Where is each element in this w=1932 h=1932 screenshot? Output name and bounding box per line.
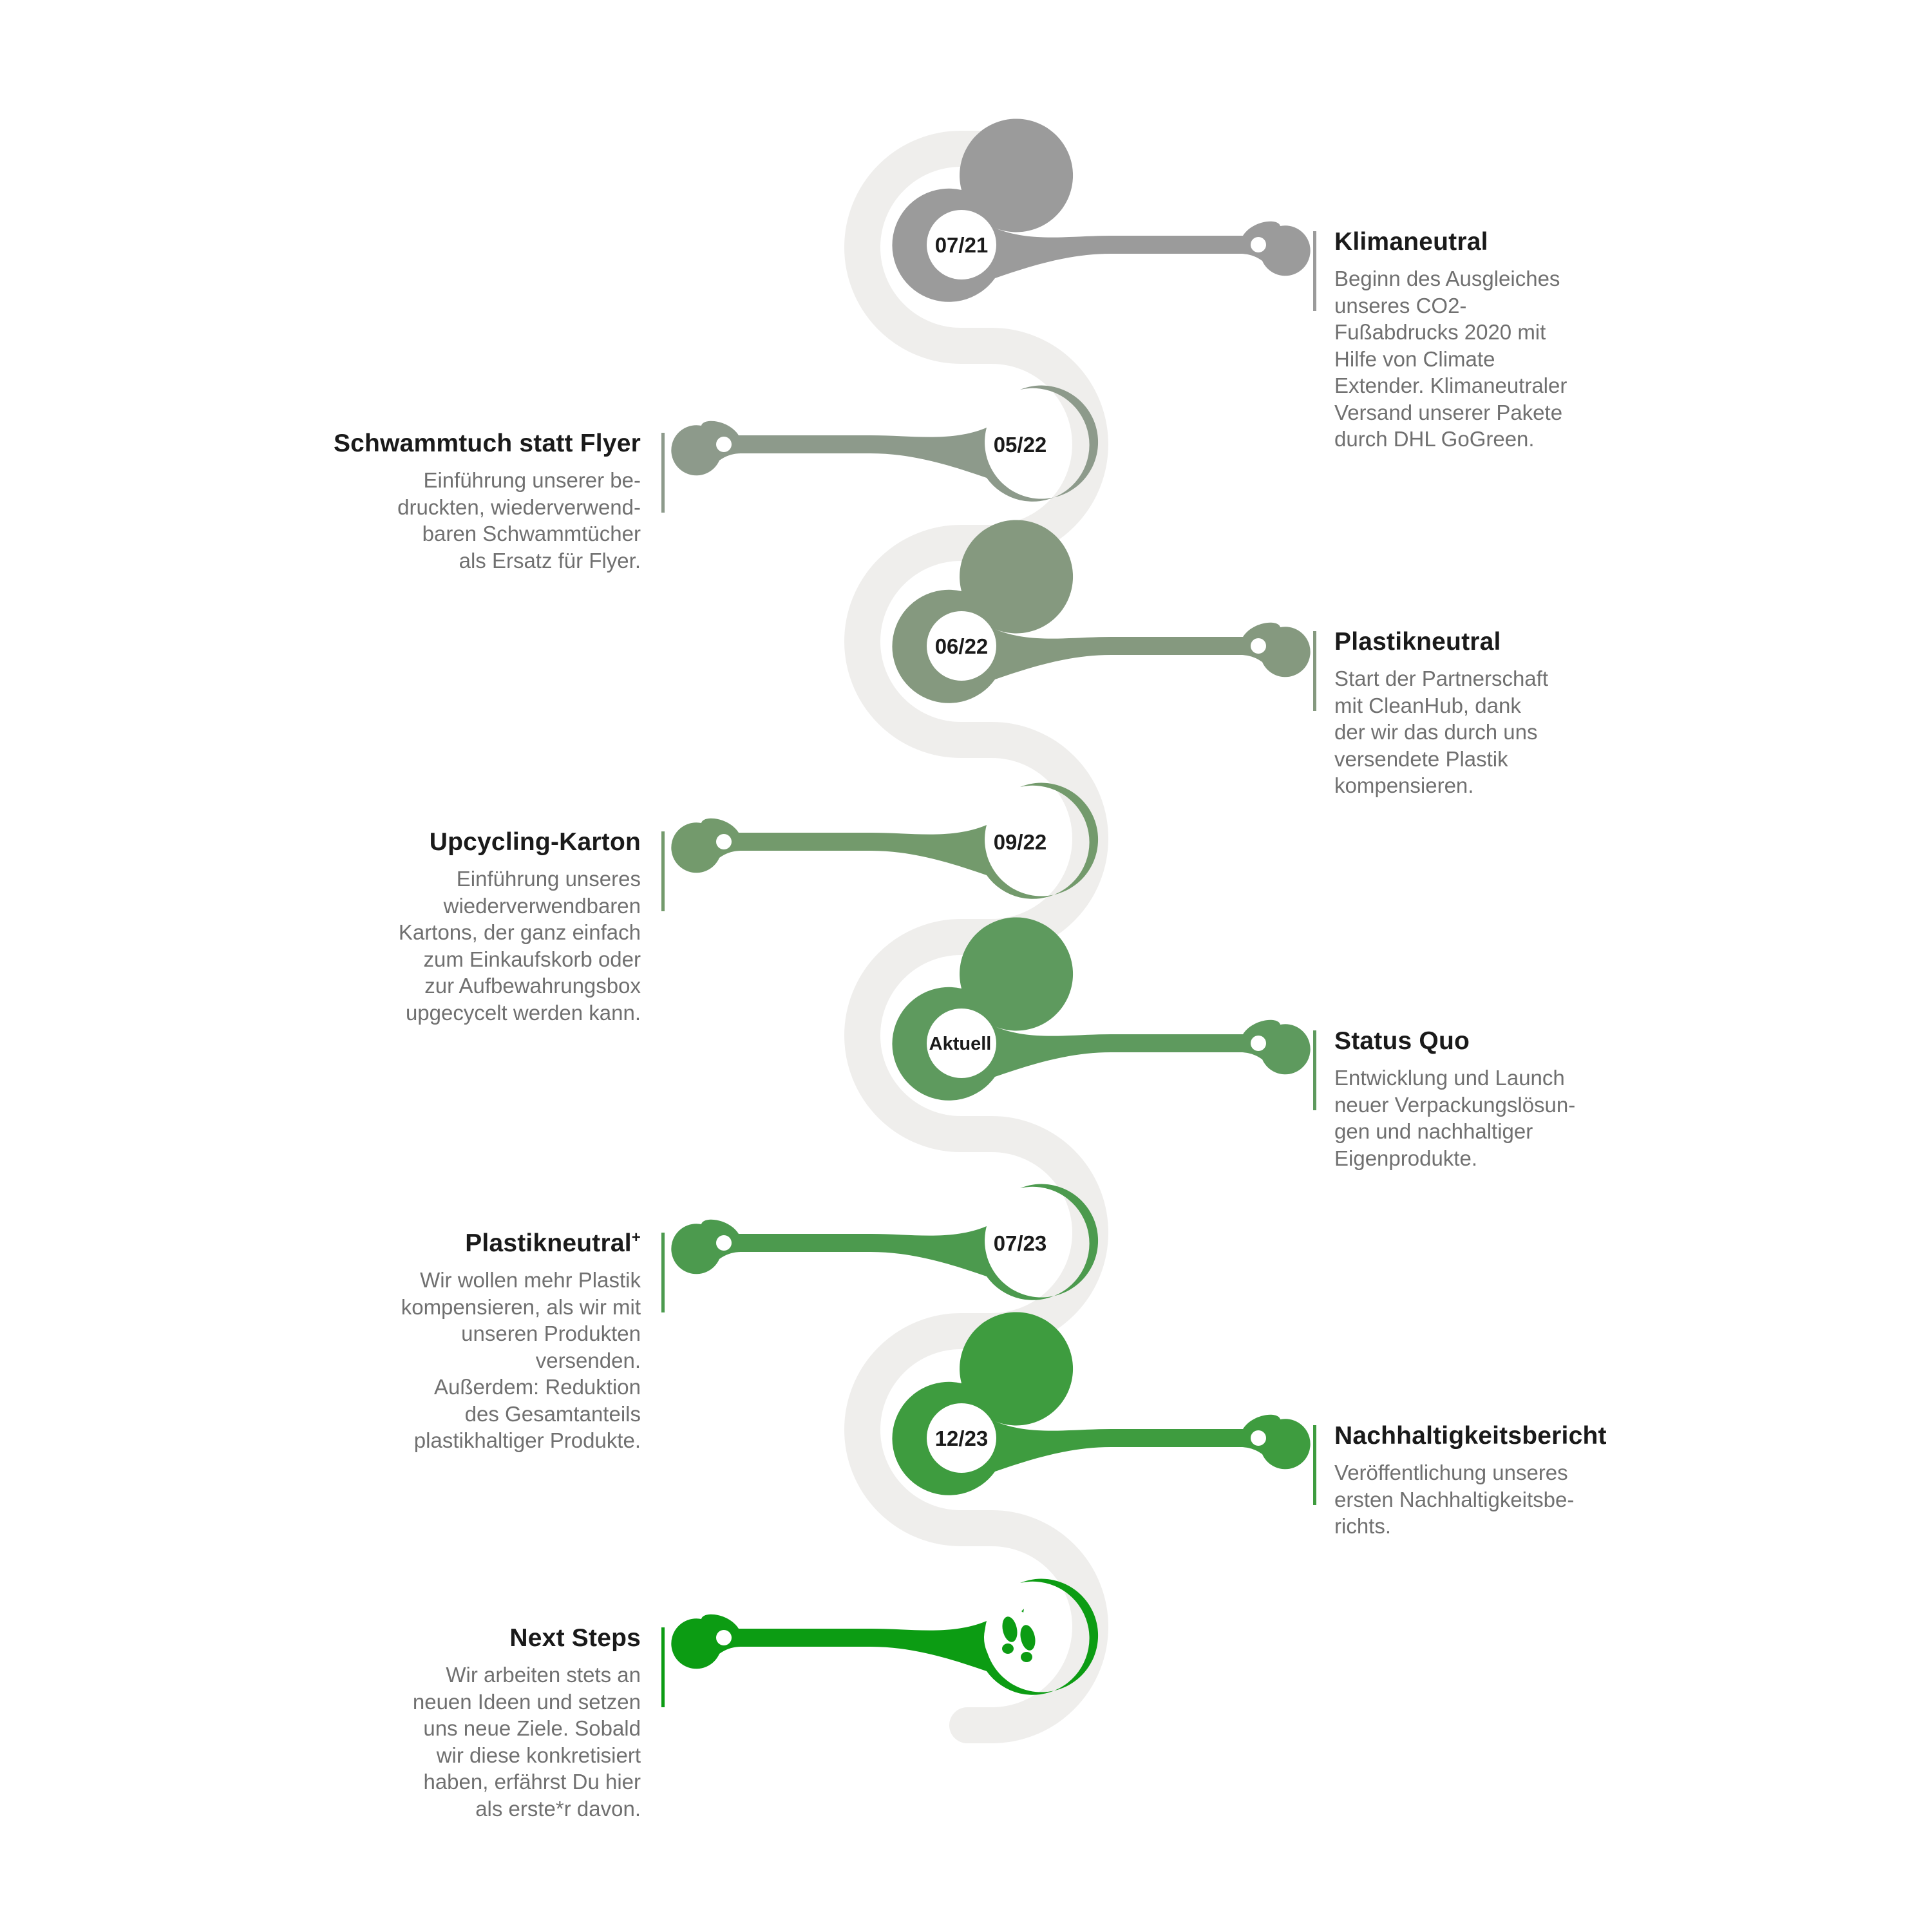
milestone-info-schwammtuch: Schwammtuch statt Flyer Einführung unser…	[190, 428, 641, 574]
milestone-pin	[671, 1184, 1099, 1300]
milestone-title: Plastikneutral	[1334, 628, 1501, 656]
milestone-pin	[671, 1578, 1099, 1695]
milestone-description: Wir wollen mehr Plastik kompensieren, al…	[401, 1268, 641, 1452]
milestone-date: 06/22	[935, 634, 989, 658]
milestone-07-23: 07/23	[671, 1184, 1099, 1300]
milestone-pin	[892, 1312, 1311, 1495]
milestone-06-22: 06/22	[892, 520, 1311, 703]
milestone-dot	[1251, 638, 1266, 654]
milestone-badge	[927, 1403, 996, 1473]
divider-bar	[661, 1233, 665, 1312]
divider-bar	[1313, 1030, 1316, 1110]
milestone-pin	[671, 385, 1099, 502]
milestone-info-next-steps: Next Steps Wir arbeiten stets an neuen I…	[190, 1623, 641, 1822]
divider-bar	[661, 831, 665, 911]
milestone-badge	[927, 611, 996, 681]
milestone-title: Upcycling-Karton	[429, 828, 641, 856]
milestone-description: Einführung unserer be- druckten, wiederv…	[397, 468, 641, 573]
milestone-description: Beginn des Ausgleiches unseres CO2- Fußa…	[1334, 267, 1567, 451]
milestone-date: Aktuell	[929, 1034, 992, 1054]
milestone-dot	[716, 834, 732, 849]
milestone-info-status-quo: Status Quo Entwicklung und Launch neuer …	[1334, 1026, 1785, 1171]
milestone-badge	[984, 1602, 1056, 1674]
milestone-badge	[927, 210, 996, 279]
milestone-date: 07/23	[994, 1231, 1047, 1255]
milestone-05-22: 05/22	[671, 385, 1099, 502]
milestone-title: Plastikneutral+	[465, 1229, 641, 1257]
milestone-pin	[892, 520, 1311, 703]
milestone-badge	[985, 807, 1055, 876]
milestone-badge	[985, 1208, 1055, 1278]
milestone-title: Klimaneutral	[1334, 228, 1488, 256]
milestone-description: Entwicklung und Launch neuer Verpackungs…	[1334, 1066, 1576, 1170]
milestone-date: 09/22	[994, 830, 1047, 854]
milestone-dot	[1251, 1036, 1266, 1051]
milestone-date: 07/21	[935, 233, 989, 257]
divider-bar	[1313, 231, 1316, 311]
milestone-badge	[985, 410, 1055, 479]
milestone-aktuell: Aktuell	[892, 917, 1311, 1101]
milestone-description: Start der Partnerschaft mit CleanHub, da…	[1334, 667, 1548, 797]
milestone-info-klimaneutral: Klimaneutral Beginn des Ausgleiches unse…	[1334, 227, 1785, 453]
milestone-title: Next Steps	[509, 1624, 641, 1652]
milestone-dot	[716, 1630, 732, 1645]
milestone-title: Status Quo	[1334, 1027, 1470, 1055]
milestone-dot	[1251, 1430, 1266, 1446]
milestone-description: Wir arbeiten stets an neuen Ideen und se…	[412, 1663, 641, 1821]
divider-bar	[661, 433, 665, 513]
milestone-date: 12/23	[935, 1426, 989, 1450]
milestone-dot	[716, 1235, 732, 1251]
milestone-info-nachhaltigkeitsbericht: Nachhaltigkeitsbericht Veröffentlichung …	[1334, 1421, 1785, 1540]
divider-bar	[1313, 631, 1316, 711]
milestone-12-23: 12/23	[892, 1312, 1311, 1495]
divider-bar	[661, 1627, 665, 1707]
milestone-dot	[716, 437, 732, 452]
milestone-info-plastikneutral: Plastikneutral Start der Partnerschaft m…	[1334, 627, 1785, 799]
milestone-title: Nachhaltigkeitsbericht	[1334, 1422, 1607, 1450]
milestone-title: Schwammtuch statt Flyer	[333, 430, 641, 457]
footsteps-icon	[1002, 1609, 1036, 1662]
divider-bar	[1313, 1425, 1316, 1505]
milestone-info-plastikneutral-plus: Plastikneutral+ Wir wollen mehr Plastik …	[190, 1228, 641, 1454]
milestone-pin	[892, 917, 1311, 1101]
milestone-pin	[671, 782, 1099, 899]
milestone-next-steps	[671, 1578, 1099, 1695]
milestone-date: 05/22	[994, 433, 1047, 457]
milestone-description: Einführung unseres wiederverwendbaren Ka…	[398, 867, 641, 1025]
milestone-badge	[927, 1009, 996, 1078]
milestone-dot	[1251, 237, 1266, 252]
milestone-pin	[892, 118, 1311, 302]
milestone-07-21: 07/21	[892, 118, 1311, 302]
milestone-info-upcycling: Upcycling-Karton Einführung unseres wied…	[190, 827, 641, 1026]
milestone-description: Veröffentlichung unseres ersten Nachhalt…	[1334, 1461, 1575, 1538]
milestone-09-22: 09/22	[671, 782, 1099, 899]
